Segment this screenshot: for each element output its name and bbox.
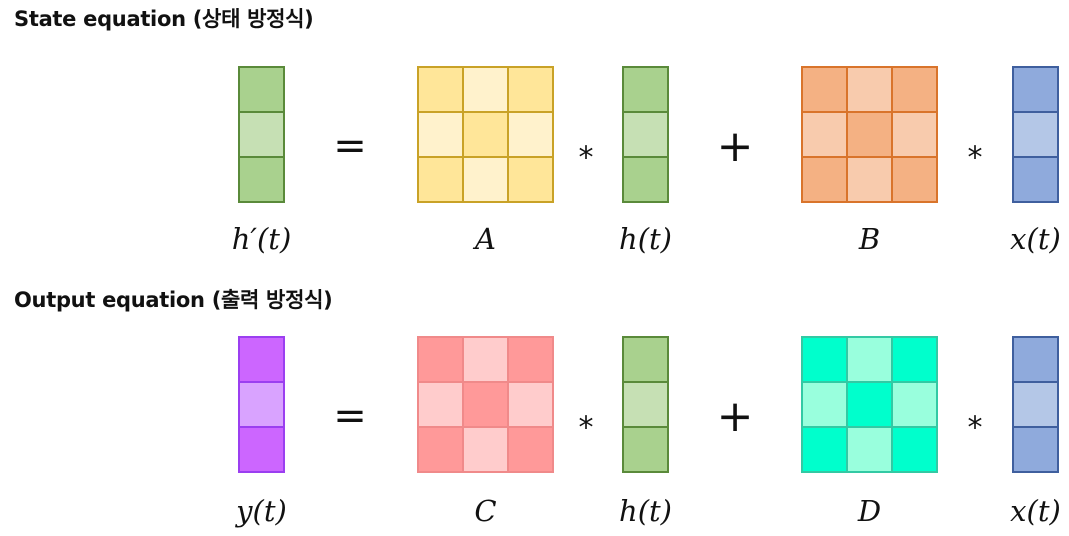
- grid-cell: [801, 336, 848, 383]
- multiply-operator: *: [579, 141, 594, 176]
- grid-cell: [507, 381, 554, 428]
- grid-cell: [462, 66, 509, 113]
- grid-cell: [238, 66, 285, 113]
- grid-cell: [622, 111, 669, 158]
- grid-cell: [507, 111, 554, 158]
- grid-cell: [891, 66, 938, 113]
- multiply-operator: *: [579, 411, 594, 446]
- term-label: y(t): [234, 494, 287, 528]
- grid-cell: [238, 381, 285, 428]
- grid-border: [417, 66, 554, 203]
- term-label: C: [474, 494, 496, 528]
- grid-cell: [1012, 156, 1059, 203]
- grid-cell: [801, 426, 848, 473]
- grid-cell: [417, 426, 464, 473]
- grid-border: [238, 336, 285, 473]
- multiply-operator: *: [968, 411, 983, 446]
- vector-ht: [238, 66, 285, 203]
- grid-border: [417, 336, 554, 473]
- vector-ht: [622, 66, 669, 203]
- grid-cell: [891, 381, 938, 428]
- multiply-operator: *: [968, 141, 983, 176]
- grid-cell: [238, 336, 285, 383]
- equals-operator: =: [333, 393, 367, 439]
- grid-cell: [846, 426, 893, 473]
- grid-cell: [238, 111, 285, 158]
- grid-cell: [462, 381, 509, 428]
- grid-cell: [1012, 426, 1059, 473]
- grid-cell: [846, 156, 893, 203]
- grid-border: [801, 336, 938, 473]
- matrix-b: [801, 66, 938, 203]
- vector-yt: [238, 336, 285, 473]
- matrix-d: [801, 336, 938, 473]
- grid-cell: [417, 66, 464, 113]
- grid-cell: [507, 336, 554, 383]
- term-label: h(t): [619, 222, 672, 256]
- term-label: A: [472, 222, 496, 256]
- matrix-a: [417, 66, 554, 203]
- grid-cell: [846, 111, 893, 158]
- term-label: x(t): [1010, 494, 1061, 528]
- grid-cell: [507, 156, 554, 203]
- vector-ht: [622, 336, 669, 473]
- grid-cell: [891, 156, 938, 203]
- grid-border: [1012, 66, 1059, 203]
- grid-cell: [801, 111, 848, 158]
- grid-cell: [846, 336, 893, 383]
- equals-operator: =: [333, 123, 367, 169]
- vector-xt: [1012, 336, 1059, 473]
- grid-cell: [1012, 111, 1059, 158]
- state-equation-heading: State equation (상태 방정식): [14, 7, 314, 31]
- grid-cell: [891, 111, 938, 158]
- grid-border: [801, 66, 938, 203]
- output-equation-heading: Output equation (출력 방정식): [14, 288, 333, 312]
- term-label: x(t): [1010, 222, 1061, 256]
- grid-border: [238, 66, 285, 203]
- grid-cell: [891, 336, 938, 383]
- plus-operator: +: [717, 121, 754, 172]
- term-label: D: [857, 494, 881, 528]
- grid-cell: [801, 381, 848, 428]
- grid-cell: [417, 156, 464, 203]
- grid-cell: [462, 336, 509, 383]
- grid-cell: [1012, 66, 1059, 113]
- grid-cell: [801, 156, 848, 203]
- plus-operator: +: [717, 391, 754, 442]
- grid-cell: [801, 66, 848, 113]
- grid-cell: [238, 156, 285, 203]
- grid-cell: [507, 426, 554, 473]
- grid-cell: [238, 426, 285, 473]
- grid-cell: [417, 381, 464, 428]
- grid-border: [622, 66, 669, 203]
- grid-cell: [622, 156, 669, 203]
- grid-border: [1012, 336, 1059, 473]
- grid-cell: [846, 66, 893, 113]
- grid-cell: [622, 381, 669, 428]
- term-label: B: [858, 222, 880, 256]
- term-label: h(t): [619, 494, 672, 528]
- vector-xt: [1012, 66, 1059, 203]
- grid-border: [622, 336, 669, 473]
- grid-cell: [507, 66, 554, 113]
- grid-cell: [1012, 381, 1059, 428]
- grid-cell: [417, 111, 464, 158]
- grid-cell: [462, 156, 509, 203]
- grid-cell: [462, 426, 509, 473]
- grid-cell: [462, 111, 509, 158]
- matrix-c: [417, 336, 554, 473]
- grid-cell: [622, 66, 669, 113]
- grid-cell: [622, 426, 669, 473]
- grid-cell: [846, 381, 893, 428]
- grid-cell: [891, 426, 938, 473]
- term-label: h′(t): [232, 222, 292, 256]
- grid-cell: [417, 336, 464, 383]
- grid-cell: [622, 336, 669, 383]
- grid-cell: [1012, 336, 1059, 383]
